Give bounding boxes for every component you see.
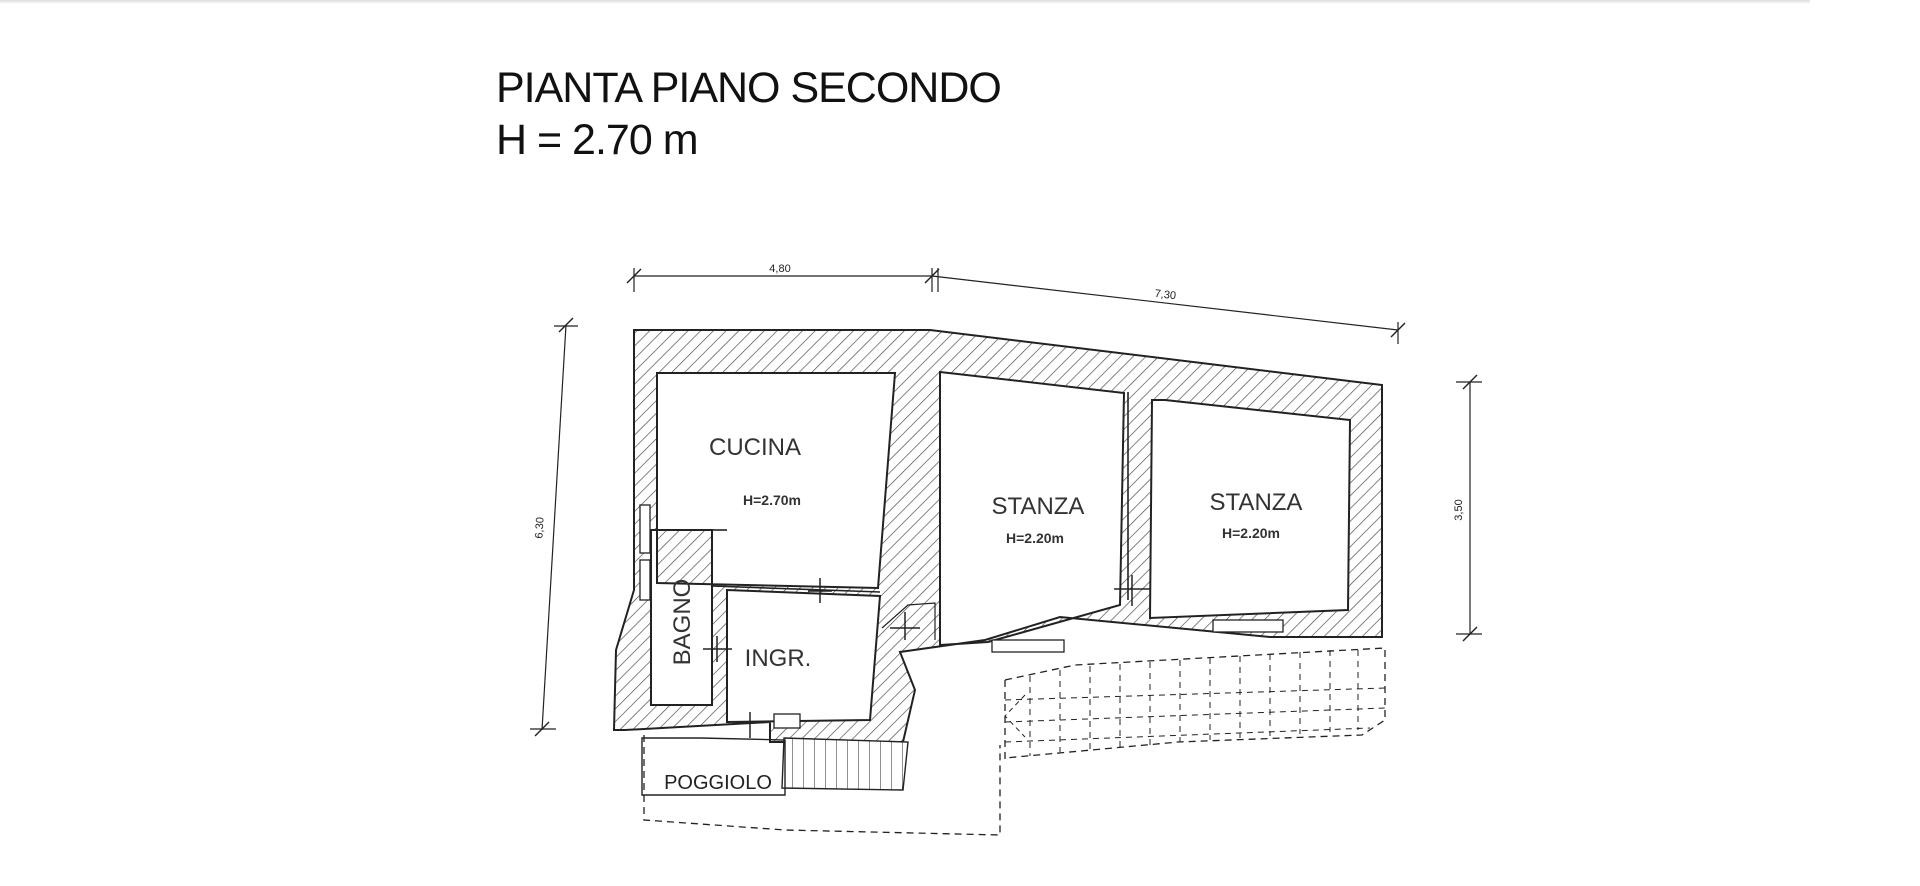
building-walls: [612, 329, 1383, 743]
window-mark: [773, 713, 801, 729]
room-label-stanza-1: STANZA: [992, 493, 1085, 520]
room-label-cucina: CUCINA: [709, 434, 801, 461]
room-label-bagno: BAGNO: [669, 579, 696, 666]
window-mark: [639, 559, 651, 601]
room-height-stanza-2: H=2.20m: [1222, 525, 1280, 541]
entrance-stairs: [781, 737, 909, 791]
interior-wall-line: [711, 585, 881, 593]
balcony-dashed-edge: [643, 735, 1001, 836]
room-label-stanza-2: STANZA: [1210, 489, 1303, 516]
top-shadow-strip: [0, 0, 1810, 4]
dimension-top-right: 7,30: [931, 268, 1406, 344]
plan-height-subtitle: H = 2.70 m: [496, 116, 699, 164]
room-height-stanza-1: H=2.20m: [1006, 530, 1064, 546]
door-swing: [881, 602, 936, 640]
dimension-left: 6,30: [530, 317, 578, 737]
balcony-outline: [641, 737, 786, 796]
window-mark: [991, 639, 1065, 653]
dimension-right: 3,50: [1453, 374, 1482, 642]
dim-label-top-right: 7,30: [1154, 288, 1177, 302]
plan-title: PIANTA PIANO SECONDO: [496, 64, 1002, 112]
room-label-poggiolo: POGGIOLO: [664, 772, 772, 794]
room-height-cucina: H=2.70m: [743, 492, 801, 508]
dim-label-top-left: 4,80: [769, 263, 790, 275]
terrace-dashed-grid: [1004, 647, 1386, 760]
dimension-top-left: 4,80: [626, 263, 940, 292]
room-label-ingresso: INGR.: [745, 645, 812, 672]
dim-label-right: 3,50: [1453, 499, 1465, 520]
title-block: PIANTA PIANO SECONDO H = 2.70 m: [496, 62, 1002, 166]
window-mark: [639, 504, 651, 554]
dim-label-left: 6,30: [533, 517, 546, 539]
window-mark: [1212, 619, 1284, 633]
